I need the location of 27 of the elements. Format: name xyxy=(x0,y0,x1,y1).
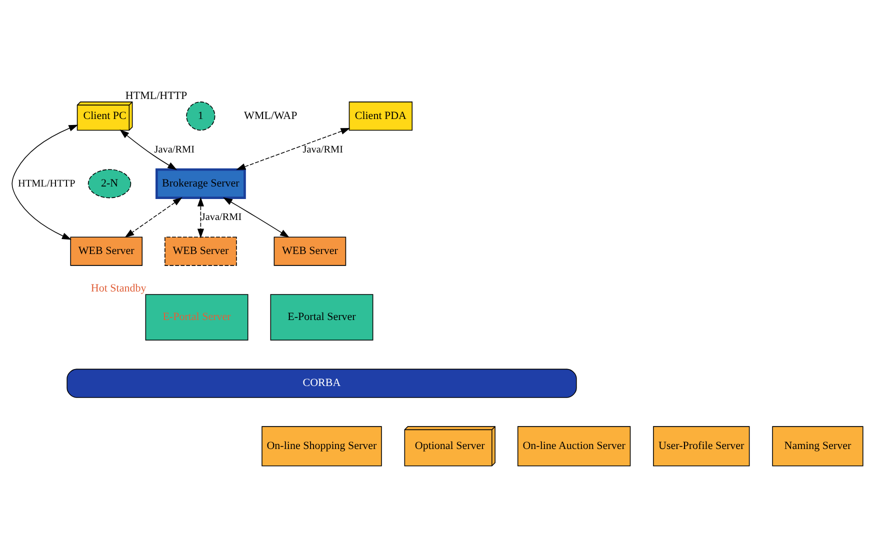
node-box: WEB Server xyxy=(274,236,346,266)
node-box: CORBA xyxy=(66,368,577,398)
arrow xyxy=(236,128,350,170)
arrow xyxy=(197,196,204,238)
node-box: WEB Server xyxy=(70,236,143,266)
arrow xyxy=(12,124,78,240)
arrow xyxy=(124,196,182,238)
node-label: HTML/HTTP xyxy=(125,89,188,102)
node-ellipse: 2-N xyxy=(88,168,132,198)
arrow xyxy=(223,196,290,238)
node-box: Brokerage Server xyxy=(156,168,246,198)
node-box: On-line Auction Server xyxy=(517,426,631,466)
node-box: Client PDA xyxy=(348,101,413,130)
node-box: E-Portal Server xyxy=(270,294,374,340)
node-label: Hot Standby xyxy=(90,282,146,294)
arrow xyxy=(120,129,178,170)
node-circle: 1 xyxy=(186,101,216,130)
node-box: User-Profile Server xyxy=(653,426,750,466)
edge-label: Java/RMI xyxy=(154,144,194,156)
node-box: WEB Server xyxy=(164,236,237,266)
node-box: E-Portal Server xyxy=(145,294,248,340)
edge-label: HTML/HTTP xyxy=(18,178,76,189)
edge-label: Java/RMI xyxy=(201,212,242,223)
label: WML/WAP xyxy=(244,109,298,122)
node-box: On-line Shopping Server xyxy=(262,426,382,466)
edge-label: Java/RMI xyxy=(302,144,344,156)
node-box: Naming Server xyxy=(772,426,864,466)
